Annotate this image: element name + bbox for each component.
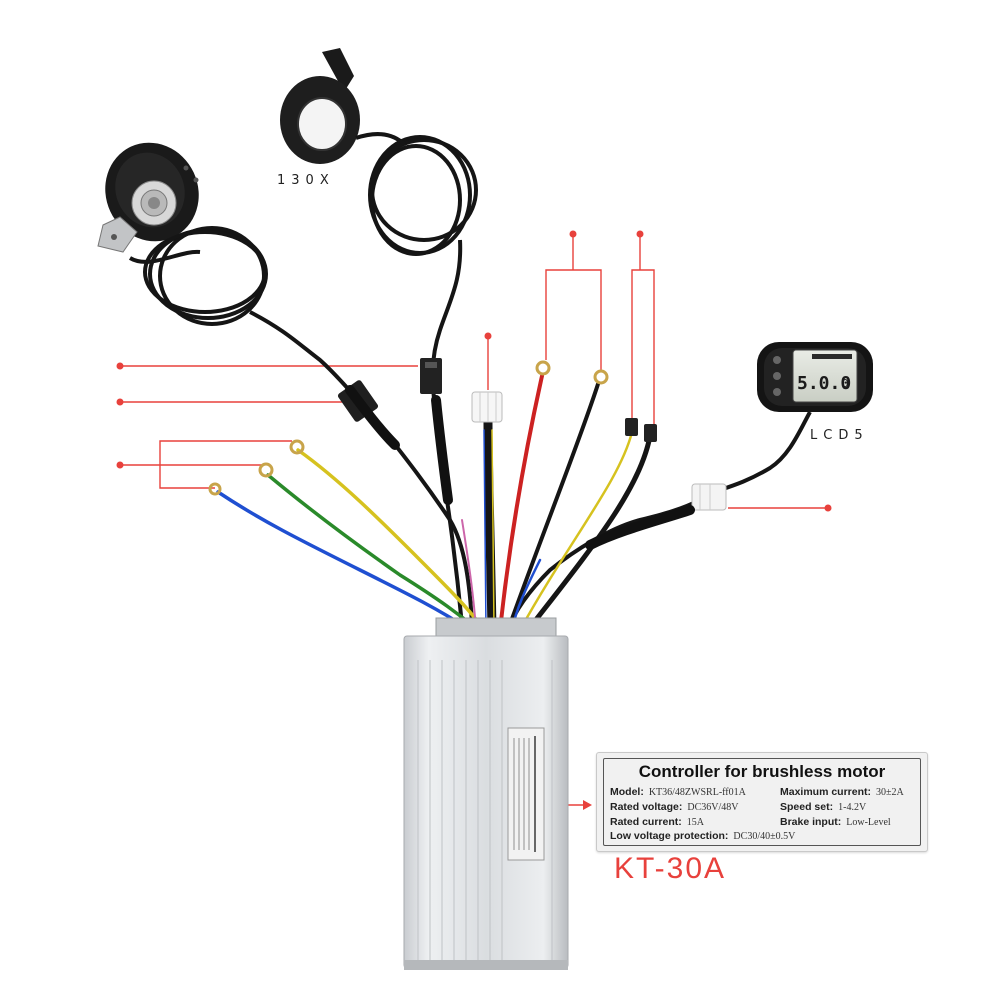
- ring-terminal: [208, 482, 222, 496]
- cable-sleeves: [345, 385, 695, 550]
- hall-cable: [483, 415, 497, 635]
- spec-value: KT36/48ZWSRL-ff01A: [648, 787, 746, 798]
- lcd5-connector: [691, 483, 727, 511]
- throttle-connector: [420, 358, 442, 394]
- ring-terminal: [593, 369, 609, 385]
- lcd5-display: 5.0.0 0: [757, 342, 873, 412]
- callout-dots: [116, 230, 832, 512]
- callout-dot: [484, 332, 492, 340]
- spec-label-border: Controller for brushless motor Model: KT3…: [603, 758, 921, 846]
- callout-motor-phase-wires: [120, 440, 292, 489]
- callout-dot: [116, 398, 124, 406]
- brake-connectors: [625, 418, 657, 442]
- spec-key: Brake input:: [780, 816, 842, 828]
- spec-row-rated-current: Rated current: 15A: [610, 816, 704, 828]
- callout-dot: [824, 504, 832, 512]
- model-name: KT-30A: [614, 852, 727, 885]
- callout-dot: [636, 230, 644, 238]
- spec-key: Rated current:: [610, 816, 682, 828]
- spec-row-brake-input: Brake input: Low-Level: [780, 816, 891, 828]
- spec-value: 1-4.2V: [838, 802, 867, 813]
- spec-row-low-voltage: Low voltage protection: DC30/40±0.5V: [610, 830, 795, 842]
- spec-value: 30±2A: [876, 787, 904, 798]
- ring-terminal: [258, 462, 274, 478]
- spec-key: Speed set:: [780, 801, 834, 813]
- callout-battery-terminals: [545, 234, 602, 370]
- phase-wire-green: [266, 473, 480, 632]
- spec-value: 15A: [686, 817, 704, 828]
- lcd-unit-readout: 0: [842, 377, 849, 390]
- throttle-cable-coil: [355, 132, 478, 626]
- callout-dot: [116, 362, 124, 370]
- spec-row-max-current: Maximum current: 30±2A: [780, 786, 904, 798]
- spec-row-rated-voltage: Rated voltage: DC36V/48V: [610, 801, 738, 813]
- pas-cable-coil: [128, 226, 474, 626]
- pas-sensor: [97, 142, 199, 253]
- battery-wire-red: [498, 374, 544, 632]
- display-label: LCD5: [810, 428, 869, 443]
- spec-value: DC30/40±0.5V: [733, 831, 796, 842]
- spec-label-title: Controller for brushless motor: [638, 762, 886, 781]
- ring-terminal: [289, 439, 305, 455]
- spec-key: Model:: [610, 786, 644, 798]
- spec-row-speed-set: Speed set: 1-4.2V: [780, 801, 866, 813]
- callout-dot: [569, 230, 577, 238]
- controller-housing: [403, 617, 569, 970]
- spec-value: Low-Level: [846, 817, 891, 828]
- brake-wire: [518, 430, 634, 632]
- controller-wires: [216, 374, 653, 635]
- spec-row-model: Model: KT36/48ZWSRL-ff01A: [610, 786, 746, 798]
- phase-wire-yellow: [296, 448, 486, 632]
- spec-key: Rated voltage:: [610, 801, 683, 813]
- throttle-label: 130X: [277, 173, 335, 188]
- spec-value: DC36V/48V: [687, 802, 739, 813]
- throttle: [280, 48, 360, 164]
- phase-wire-blue: [216, 490, 472, 632]
- hall-connector: [471, 391, 503, 423]
- callout-brake-connectors: [631, 234, 655, 425]
- ring-terminal: [535, 360, 551, 376]
- callout-dot: [116, 461, 124, 469]
- spec-key: Low voltage protection:: [610, 830, 729, 842]
- housing-sticker-text: [513, 736, 536, 852]
- ring-terminals: [208, 360, 609, 496]
- battery-wire-black: [506, 382, 600, 632]
- spec-key: Maximum current:: [780, 786, 872, 798]
- spec-label-card: Controller for brushless motor Model: KT3…: [596, 752, 928, 852]
- lcd-speed-readout: 5.0.0: [797, 373, 851, 394]
